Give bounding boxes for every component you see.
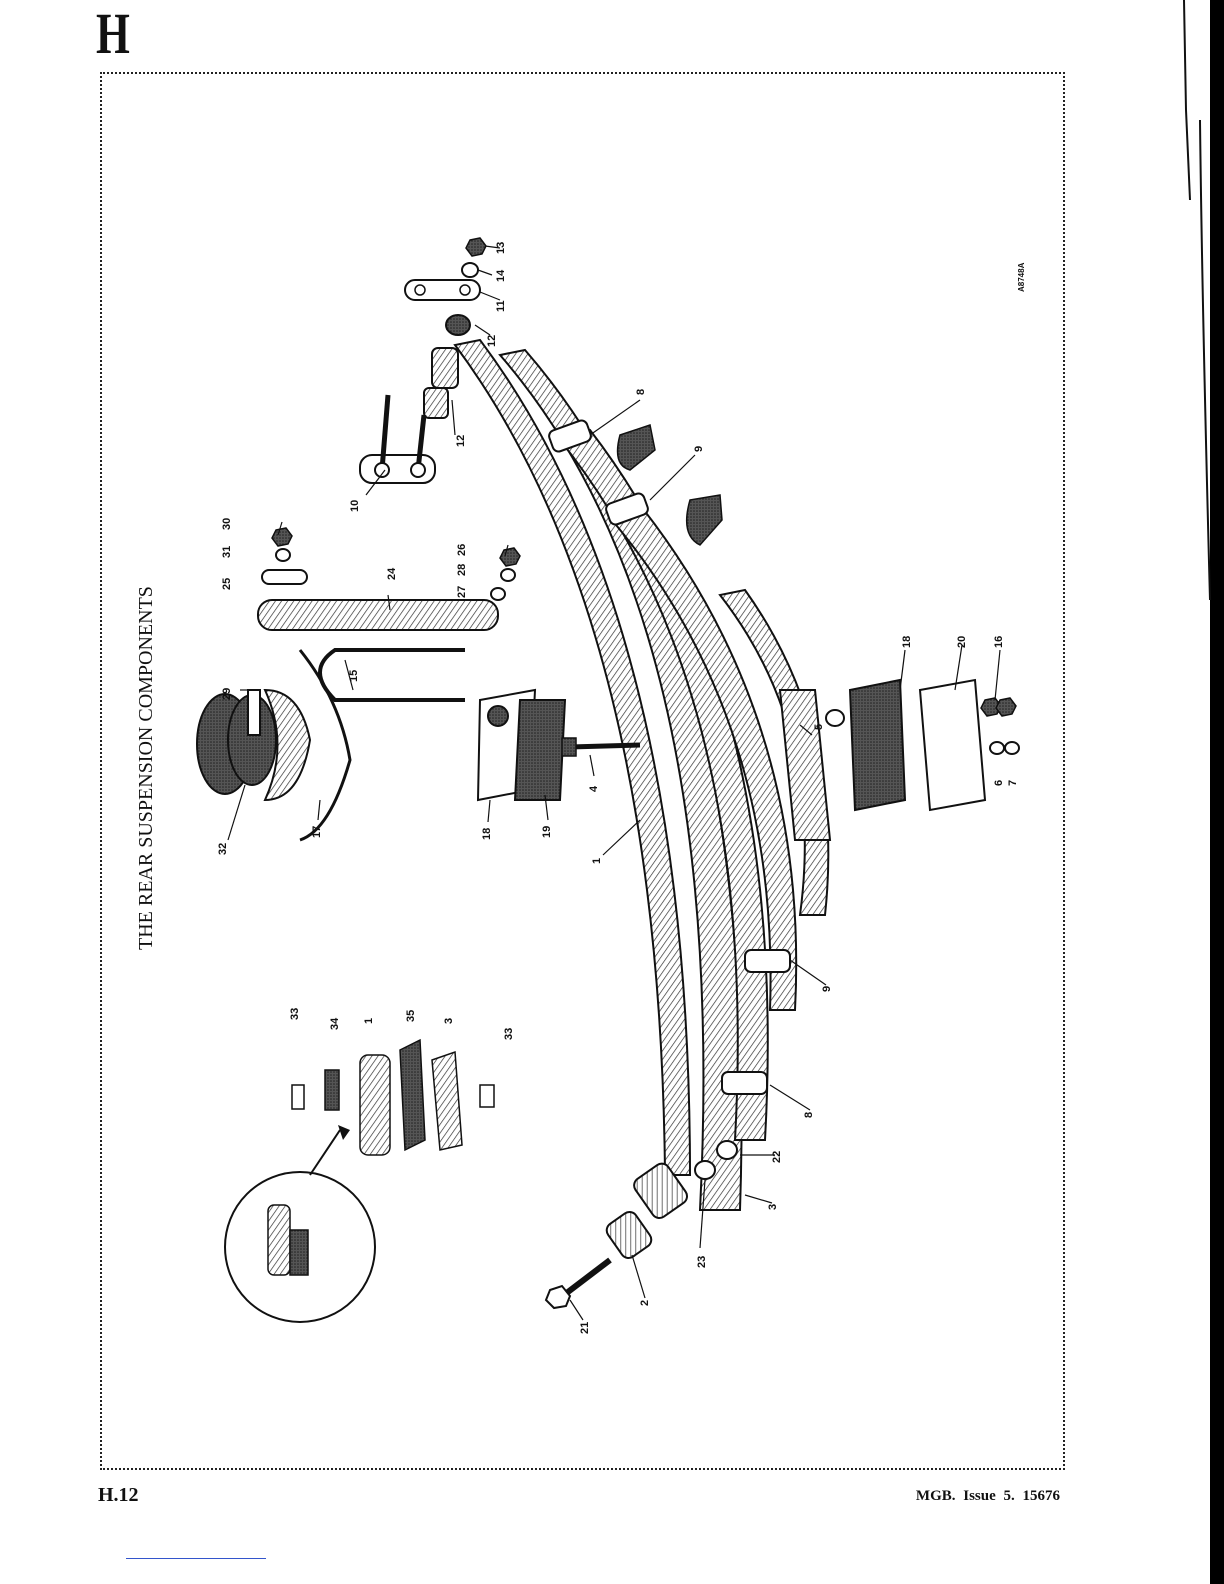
callout-34: 34 (329, 1017, 341, 1030)
u-bolt-nuts (981, 698, 1016, 716)
u-bolt-washers (990, 742, 1019, 754)
spring-seat-pad (515, 700, 565, 800)
callout-19: 19 (541, 826, 553, 838)
page-footer: MGB. Issue 5. 15676 (916, 1488, 1060, 1505)
callout-3b: 3 (443, 1018, 455, 1024)
loose-spring-clip-9 (687, 495, 722, 545)
callout-30: 30 (221, 518, 233, 530)
lower-spring-pad (780, 690, 830, 840)
callout-14: 14 (495, 269, 507, 282)
strap-washer-31 (276, 549, 290, 561)
callout-6: 6 (993, 780, 1005, 786)
shackle-nut-13 (466, 238, 486, 256)
callout-29: 29 (221, 688, 233, 700)
page-number: H.12 (98, 1484, 139, 1507)
u-bolt-locating-plate (920, 680, 985, 810)
callout-5: 5 (813, 724, 825, 730)
callout-24: 24 (386, 567, 398, 580)
callout-21: 21 (579, 1322, 591, 1334)
callout-18b: 18 (901, 636, 913, 648)
callout-2: 2 (639, 1300, 651, 1306)
callout-12b: 12 (486, 335, 498, 347)
spring-washer-14 (462, 263, 478, 277)
rebound-strap (258, 600, 498, 630)
shackle-plate-loose (405, 280, 480, 300)
u-bolt (320, 650, 466, 700)
callout-10: 10 (349, 500, 361, 512)
strap-bolt-29 (248, 690, 260, 735)
loose-spring-clip-8 (618, 425, 655, 470)
callout-23: 23 (696, 1256, 708, 1268)
callout-12: 12 (455, 435, 467, 447)
lower-spring-seat (826, 680, 905, 810)
callout-4: 4 (588, 785, 600, 792)
callout-27: 27 (456, 586, 468, 598)
rear-eye-bolt (546, 1260, 610, 1308)
callout-33: 33 (289, 1008, 301, 1020)
callout-22: 22 (771, 1151, 783, 1163)
bump-rubber-bracket (265, 650, 350, 840)
diagram-title: THE REAR SUSPENSION COMPONENTS (135, 586, 157, 950)
strap-nut-30 (272, 528, 292, 546)
detail-inset-circle (225, 1125, 375, 1322)
callout-3: 3 (767, 1204, 779, 1210)
callout-7: 7 (1007, 780, 1019, 786)
callout-8: 8 (635, 389, 647, 395)
strap-spacer-25 (262, 570, 307, 584)
callout-1: 1 (591, 858, 603, 864)
callout-1b: 1 (363, 1018, 375, 1024)
scan-underline-mark (126, 1558, 266, 1559)
callout-33b: 33 (503, 1028, 515, 1040)
callout-35: 35 (405, 1010, 417, 1022)
scan-dark-edge (1114, 0, 1224, 1584)
callout-20: 20 (956, 636, 968, 648)
drawing-reference: A8748A (1017, 262, 1026, 292)
callout-13: 13 (495, 242, 507, 254)
callout-26: 26 (456, 544, 468, 556)
callout-15: 15 (348, 670, 360, 682)
callout-28: 28 (456, 564, 468, 576)
callout-9: 9 (693, 446, 705, 452)
detail-parts (292, 1040, 494, 1155)
bump-rubber (197, 694, 276, 794)
callout-8b: 8 (803, 1112, 815, 1118)
callout-31: 31 (221, 546, 233, 558)
callout-32: 32 (217, 843, 229, 855)
callout-11: 11 (495, 300, 507, 312)
callout-25: 25 (221, 578, 233, 590)
callout-16: 16 (993, 636, 1005, 648)
spring-eye-bush-front (424, 315, 470, 418)
callout-18: 18 (481, 828, 493, 840)
callout-17: 17 (311, 826, 323, 838)
callout-9b: 9 (821, 986, 833, 992)
